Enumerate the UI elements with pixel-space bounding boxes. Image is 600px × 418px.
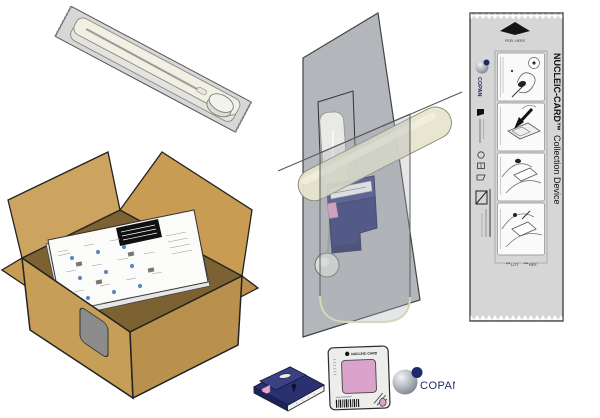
lot-symbol-icon xyxy=(505,262,511,265)
instruction-panels xyxy=(497,52,545,256)
card-title-rest: Collection Device xyxy=(552,135,562,205)
lot-ref-row: LOT REF xyxy=(505,262,538,267)
lot-label: LOT xyxy=(511,262,519,267)
sample-card-logo-icon xyxy=(345,351,350,357)
sample-card-side-marks xyxy=(332,359,337,376)
sheet-text-lines xyxy=(57,231,193,307)
sample-pink-area xyxy=(341,359,377,394)
peel-here-label: PEEL HERE xyxy=(505,39,526,43)
symbol-circle-icon xyxy=(477,151,485,159)
card-serration-bottom xyxy=(470,315,563,321)
card-left-column: COPAN xyxy=(475,59,491,237)
card-copan-label: COPAN xyxy=(476,77,482,96)
collection-card-back-illustration: PEEL HERE xyxy=(469,12,564,322)
device-keyhole-slot xyxy=(292,387,296,392)
sample-card-header: NUCLEIC-CARD xyxy=(351,351,378,356)
box-flap-back-left xyxy=(7,151,121,259)
device-pink-edge xyxy=(326,201,339,219)
swab-breakpoint xyxy=(196,86,207,96)
swab-pouch-illustration xyxy=(54,5,253,133)
panel-4-art xyxy=(500,209,543,249)
panel-1-art xyxy=(500,57,540,98)
ref-symbol-icon xyxy=(523,262,529,265)
sample-card-text-row xyxy=(335,396,352,398)
symbol-crossed-box-icon xyxy=(475,190,488,205)
card-title-bold: NUCLEIC-CARD™ xyxy=(552,53,562,131)
blister-package-illustration xyxy=(277,12,463,338)
symbol-crossed-box-slash xyxy=(475,190,488,205)
content-frame xyxy=(494,50,548,264)
sample-card-barcode xyxy=(335,398,360,408)
device-label-line xyxy=(333,186,367,194)
pouch-film-bottom-edge xyxy=(319,295,411,323)
device-and-card-illustration: NUCLEIC-CARD xyxy=(252,345,455,412)
pouch-serrated-end-left xyxy=(54,5,73,37)
copan-dot-icon xyxy=(483,59,490,66)
pouch-serrated-end-right xyxy=(234,101,253,133)
device-edge-hatch xyxy=(295,392,317,407)
shipping-box-illustration xyxy=(0,151,260,400)
copan-logo-sphere-icon xyxy=(392,369,418,395)
box-grey-cutout xyxy=(79,307,109,358)
peel-triangle-icon xyxy=(500,22,530,35)
sheet-step-dots xyxy=(69,244,143,301)
label-text-line xyxy=(120,224,156,233)
label-text-line xyxy=(121,228,157,237)
box-face-front-right xyxy=(129,274,243,400)
swab-cap-highlight xyxy=(319,257,329,267)
device-keyhole xyxy=(291,383,297,389)
card-serration-top xyxy=(470,13,563,19)
manufacturer-icon xyxy=(477,109,484,116)
card-title: NUCLEIC-CARD™ Collection Device xyxy=(552,53,562,205)
swab-shaft-outline xyxy=(86,28,205,94)
closed-device xyxy=(252,366,326,412)
swab-compartment-bar xyxy=(297,106,452,202)
symbol-temp-icon xyxy=(476,174,486,181)
instruction-sheet xyxy=(45,209,211,319)
copan-logo-dot-icon xyxy=(411,367,423,378)
sample-card-drop-icon xyxy=(379,397,387,407)
copan-logo: COPAN xyxy=(392,367,455,395)
label-text-line xyxy=(122,232,158,241)
ref-label: REF xyxy=(529,262,538,267)
sample-card: NUCLEIC-CARD xyxy=(327,345,391,411)
device-lower-tab xyxy=(332,233,361,253)
device-front-edge xyxy=(254,387,288,411)
copan-logo-text: COPAN xyxy=(420,380,455,392)
film-edge-line xyxy=(277,91,463,172)
device-flap-slot xyxy=(278,373,292,379)
panel-3-art xyxy=(500,157,542,195)
panel-2-art xyxy=(500,105,541,145)
sheet-mini-figures xyxy=(75,251,155,285)
swab-cap-top xyxy=(208,93,234,113)
